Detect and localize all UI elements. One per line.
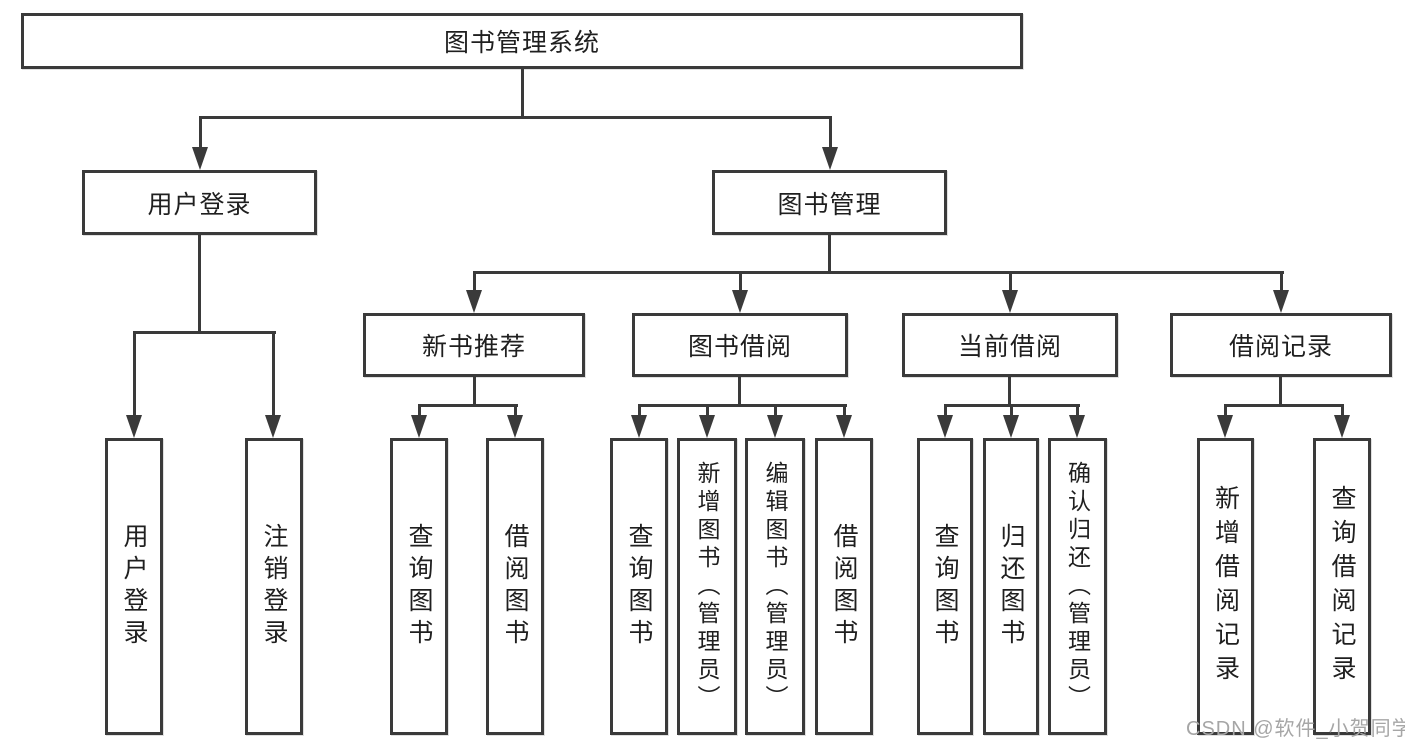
node-book-management-label: 图书管理	[777, 190, 882, 219]
connector-userlogin-hline	[133, 331, 276, 334]
connector-bookmgmt-drop-3	[1009, 271, 1012, 293]
leaf-logout-label: 注销登录	[260, 522, 288, 651]
node-current-borrow-label: 当前借阅	[957, 333, 1062, 361]
arrow-down-icon	[507, 415, 523, 438]
node-user-login-label: 用户登录	[147, 190, 252, 219]
connector-userlogin-drop-2	[272, 331, 275, 417]
leaf-newbook-query-books-label: 查询图书	[405, 522, 433, 651]
leaf-add-borrow-record: 新增借阅记录	[1197, 438, 1254, 735]
connector-bookborrow-drop-2	[706, 404, 709, 418]
connector-root-stem	[521, 68, 524, 119]
arrow-down-icon	[822, 147, 838, 170]
connector-newbook-hline	[418, 404, 518, 407]
connector-bookborrow-stem	[738, 374, 741, 407]
connector-userlogin-stem	[198, 234, 201, 334]
connector-bookborrow-drop-3	[774, 404, 777, 418]
leaf-return-books: 归还图书	[983, 438, 1039, 735]
node-book-borrow-label: 图书借阅	[687, 333, 792, 361]
connector-bookmgmt-drop-1	[473, 271, 476, 293]
arrow-down-icon	[1003, 415, 1019, 438]
arrow-down-icon	[1334, 415, 1350, 438]
node-root: 图书管理系统	[21, 13, 1023, 69]
arrow-down-icon	[265, 415, 281, 438]
leaf-query-borrow-record-label: 查询借阅记录	[1328, 484, 1356, 689]
arrow-down-icon	[466, 290, 482, 313]
node-book-borrow: 图书借阅	[632, 313, 848, 377]
arrow-down-icon	[126, 415, 142, 438]
leaf-borrow-borrow-books-label: 借阅图书	[830, 522, 858, 651]
arrow-down-icon	[411, 415, 427, 438]
connector-newbook-stem	[473, 374, 476, 407]
leaf-newbook-borrow-books: 借阅图书	[486, 438, 544, 735]
node-current-borrow: 当前借阅	[902, 313, 1118, 377]
arrow-down-icon	[1069, 415, 1085, 438]
connector-root-drop-left	[199, 116, 202, 150]
arrow-down-icon	[836, 415, 852, 438]
arrow-down-icon	[1273, 290, 1289, 313]
leaf-borrow-query-books-label: 查询图书	[625, 522, 653, 651]
leaf-edit-books-admin-label: 编辑图书（管理员）	[762, 460, 788, 713]
node-new-book-recommend: 新书推荐	[363, 313, 585, 377]
leaf-borrow-borrow-books: 借阅图书	[815, 438, 873, 735]
connector-currentborrow-stem	[1008, 374, 1011, 407]
connector-bookborrow-drop-1	[638, 404, 641, 418]
leaf-user-login-label: 用户登录	[120, 522, 148, 651]
arrow-down-icon	[732, 290, 748, 313]
node-new-book-recommend-label: 新书推荐	[421, 333, 526, 361]
connector-userlogin-drop-1	[133, 331, 136, 417]
arrow-down-icon	[631, 415, 647, 438]
connector-records-drop-1	[1224, 404, 1227, 418]
connector-records-hline	[1224, 404, 1344, 407]
leaf-add-books-admin: 新增图书（管理员）	[677, 438, 737, 735]
connector-bookborrow-drop-4	[843, 404, 846, 418]
leaf-edit-books-admin: 编辑图书（管理员）	[745, 438, 805, 735]
csdn-watermark: CSDN @软件_小贺同学	[1186, 718, 1405, 740]
connector-root-drop-right	[829, 116, 832, 150]
leaf-current-query-books: 查询图书	[917, 438, 973, 735]
arrow-down-icon	[767, 415, 783, 438]
node-borrow-records: 借阅记录	[1170, 313, 1392, 377]
leaf-logout: 注销登录	[245, 438, 303, 735]
arrow-down-icon	[192, 147, 208, 170]
connector-bookmgmt-drop-4	[1280, 271, 1283, 293]
leaf-add-borrow-record-label: 新增借阅记录	[1211, 484, 1240, 689]
arrow-down-icon	[1217, 415, 1233, 438]
arrow-down-icon	[699, 415, 715, 438]
node-book-management: 图书管理	[712, 170, 947, 235]
arrow-down-icon	[1002, 290, 1018, 313]
connector-bookmgmt-drop-2	[739, 271, 742, 293]
leaf-query-borrow-record: 查询借阅记录	[1313, 438, 1371, 735]
connector-currentborrow-drop-3	[1076, 404, 1079, 418]
connector-bookmgmt-stem	[828, 234, 831, 274]
leaf-confirm-return-admin: 确认归还（管理员）	[1048, 438, 1107, 735]
connector-root-hline	[199, 116, 832, 119]
node-user-login: 用户登录	[82, 170, 317, 235]
leaf-current-query-books-label: 查询图书	[931, 522, 959, 651]
connector-records-drop-2	[1341, 404, 1344, 418]
leaf-add-books-admin-label: 新增图书（管理员）	[694, 460, 720, 713]
connector-currentborrow-drop-1	[944, 404, 947, 418]
connector-records-stem	[1279, 374, 1282, 407]
leaf-confirm-return-admin-label: 确认归还（管理员）	[1064, 460, 1091, 713]
leaf-borrow-query-books: 查询图书	[610, 438, 668, 735]
leaf-user-login: 用户登录	[105, 438, 163, 735]
connector-newbook-drop-2	[514, 404, 517, 418]
node-root-label: 图书管理系统	[443, 29, 600, 57]
connector-bookmgmt-hline	[473, 271, 1284, 274]
leaf-newbook-borrow-books-label: 借阅图书	[501, 522, 529, 651]
arrow-down-icon	[937, 415, 953, 438]
node-borrow-records-label: 借阅记录	[1228, 333, 1333, 361]
leaf-return-books-label: 归还图书	[997, 522, 1025, 651]
connector-bookborrow-hline	[638, 404, 847, 407]
connector-newbook-drop-1	[418, 404, 421, 418]
leaf-newbook-query-books: 查询图书	[390, 438, 448, 735]
connector-currentborrow-drop-2	[1010, 404, 1013, 418]
